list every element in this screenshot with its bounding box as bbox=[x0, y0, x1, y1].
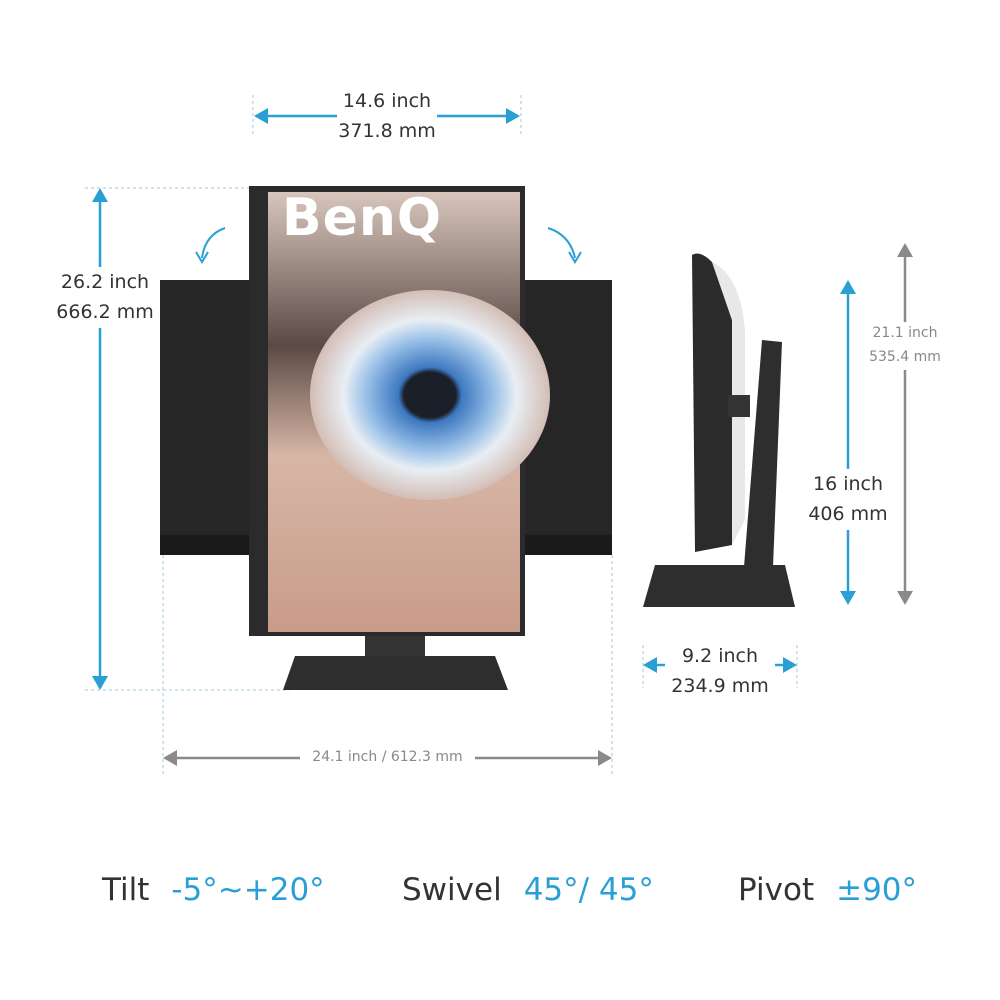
side-height-max-inch: 21.1 inch bbox=[872, 325, 938, 341]
height-max-label: 26.2 inch 666.2 mm bbox=[55, 267, 155, 328]
side-height-min-mm: 406 mm bbox=[808, 503, 888, 526]
width-inch: 14.6 inch bbox=[342, 90, 432, 112]
depth-label: 9.2 inch 234.9 mm bbox=[665, 641, 775, 702]
landscape-monitor-left bbox=[160, 280, 255, 555]
side-height-max-label: 21.1 inch 535.4 mm bbox=[865, 322, 945, 370]
side-height-min-label: 16 inch 406 mm bbox=[805, 469, 891, 530]
spec-swivel: Swivel 45°/ 45° bbox=[402, 872, 654, 908]
spec-value: 45°/ 45° bbox=[523, 872, 654, 908]
width-label: 14.6 inch 371.8 mm bbox=[337, 86, 437, 147]
spec-value: ±90° bbox=[836, 872, 918, 908]
spec-tilt: Tilt -5°~+20° bbox=[102, 872, 325, 908]
spec-pivot: Pivot ±90° bbox=[738, 872, 917, 908]
depth-mm: 234.9 mm bbox=[671, 675, 769, 698]
eye-image bbox=[310, 290, 550, 500]
spec-value: -5°~+20° bbox=[171, 872, 325, 908]
spec-label: Pivot bbox=[738, 872, 815, 908]
side-view-base bbox=[643, 565, 795, 607]
depth-inch: 9.2 inch bbox=[665, 641, 775, 672]
height-max-mm: 666.2 mm bbox=[56, 301, 154, 324]
swivel-arrow-right-icon bbox=[547, 227, 576, 259]
side-height-max-mm: 535.4 mm bbox=[869, 348, 941, 365]
side-view-stand bbox=[742, 340, 782, 592]
width-mm: 371.8 mm bbox=[338, 120, 436, 143]
landscape-width-label: 24.1 inch / 612.3 mm bbox=[300, 746, 475, 769]
height-max-inch: 26.2 inch bbox=[60, 271, 150, 293]
swivel-arrow-left-icon bbox=[201, 227, 226, 259]
brand-logo: BenQ bbox=[282, 188, 443, 248]
side-height-min-inch: 16 inch bbox=[812, 473, 884, 495]
spec-label: Tilt bbox=[102, 872, 150, 908]
monitor-stand-base bbox=[283, 656, 508, 690]
guide-lines bbox=[85, 95, 798, 775]
spec-label: Swivel bbox=[402, 872, 502, 908]
side-view-monitor bbox=[692, 253, 732, 552]
